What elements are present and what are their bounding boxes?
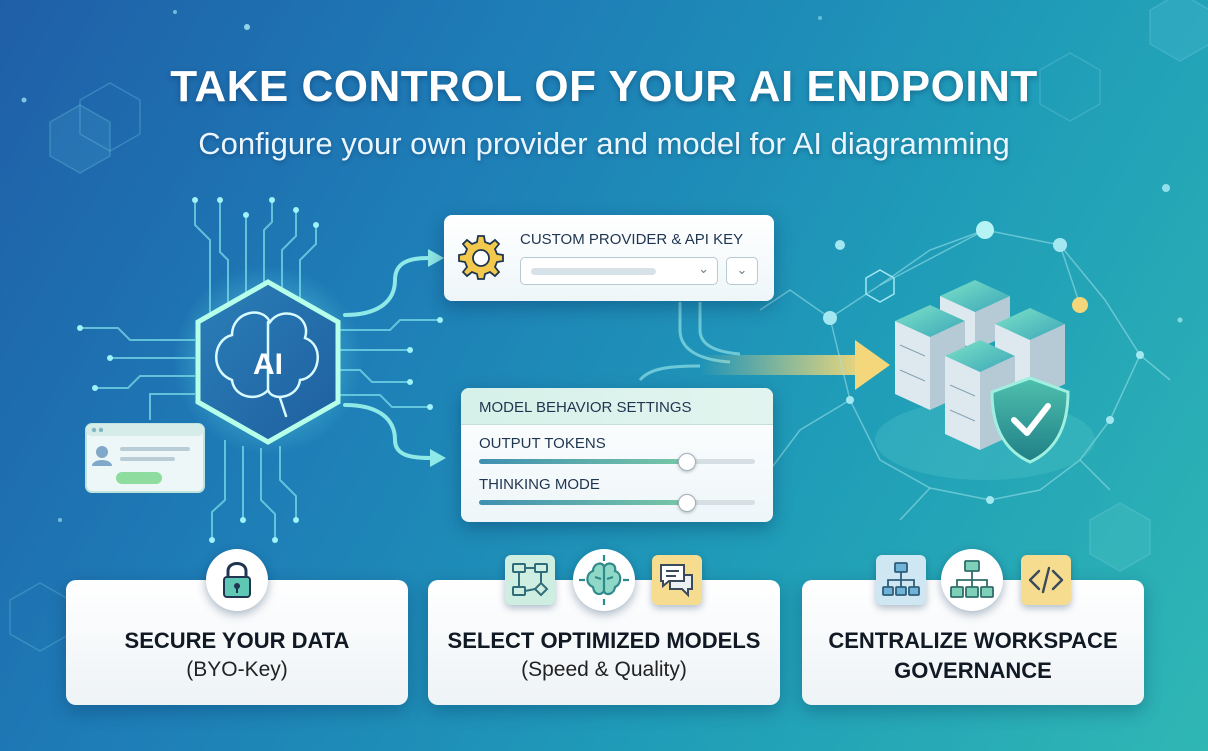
slider-handle[interactable] xyxy=(678,494,696,512)
code-icon xyxy=(1021,555,1071,605)
model-behavior-header: MODEL BEHAVIOR SETTINGS xyxy=(461,388,773,425)
card-subtitle: (Speed & Quality) xyxy=(521,658,687,681)
network-nodes xyxy=(823,221,1144,504)
main-arrow-head xyxy=(855,340,890,390)
slider-fill xyxy=(479,500,686,505)
brain-icon xyxy=(215,311,319,418)
slider-handle[interactable] xyxy=(678,453,696,471)
flow-arrows xyxy=(343,256,432,460)
network-hierarchy-icon xyxy=(941,549,1003,611)
lock-icon xyxy=(206,549,268,611)
gear-icon xyxy=(458,235,504,281)
org-chart-icon xyxy=(876,555,926,605)
shield-check-icon xyxy=(990,376,1070,464)
main-arrow-body xyxy=(700,355,860,375)
particle-dots xyxy=(21,10,1183,522)
card-title: SECURE YOUR DATA xyxy=(124,628,350,653)
card-title: SELECT OPTIMIZED MODELS xyxy=(447,628,761,653)
thinking-mode-slider[interactable] xyxy=(479,494,755,512)
thinking-mode-label: THINKING MODE xyxy=(479,476,600,493)
custom-provider-panel: CUSTOM PROVIDER & API KEY ⌄ ⌄ xyxy=(444,215,774,301)
arrow-head-bottom xyxy=(430,449,446,467)
chevron-down-icon: ⌄ xyxy=(736,263,748,278)
network-graph xyxy=(759,229,1171,521)
page-title: TAKE CONTROL OF YOUR AI ENDPOINT xyxy=(170,62,1038,111)
provider-select[interactable]: ⌄ xyxy=(520,257,718,285)
slider-fill xyxy=(479,459,686,464)
chat-icon xyxy=(652,555,702,605)
output-tokens-label: OUTPUT TOKENS xyxy=(479,435,606,452)
feature-card-workspace-governance: CENTRALIZE WORKSPACE GOVERNANCE xyxy=(802,580,1144,705)
output-tokens-slider[interactable] xyxy=(479,453,755,471)
feature-card-secure-data: SECURE YOUR DATA (BYO-Key) xyxy=(66,580,408,705)
decorative-hexagons xyxy=(9,0,1208,652)
flowchart-icon xyxy=(505,555,555,605)
card-title-line2: GOVERNANCE xyxy=(894,658,1052,683)
brain-chip-icon xyxy=(573,549,635,611)
api-key-dropdown-button[interactable]: ⌄ xyxy=(726,257,758,285)
card-subtitle: (BYO-Key) xyxy=(186,658,288,681)
server-stack-icon xyxy=(875,280,1095,480)
model-behavior-panel: MODEL BEHAVIOR SETTINGS OUTPUT TOKENS TH… xyxy=(461,388,773,522)
arrow-head-top xyxy=(428,249,444,267)
ai-chip-label: AI xyxy=(253,348,283,381)
card-title: CENTRALIZE WORKSPACE xyxy=(828,628,1118,653)
select-placeholder-bar xyxy=(531,268,656,275)
browser-window-icon xyxy=(85,423,205,493)
provider-label: CUSTOM PROVIDER & API KEY xyxy=(520,231,744,248)
chevron-down-icon: ⌄ xyxy=(698,262,709,277)
circuit-nodes xyxy=(77,197,443,543)
page-subtitle: Configure your own provider and model fo… xyxy=(198,126,1010,161)
model-behavior-title: MODEL BEHAVIOR SETTINGS xyxy=(479,399,692,416)
